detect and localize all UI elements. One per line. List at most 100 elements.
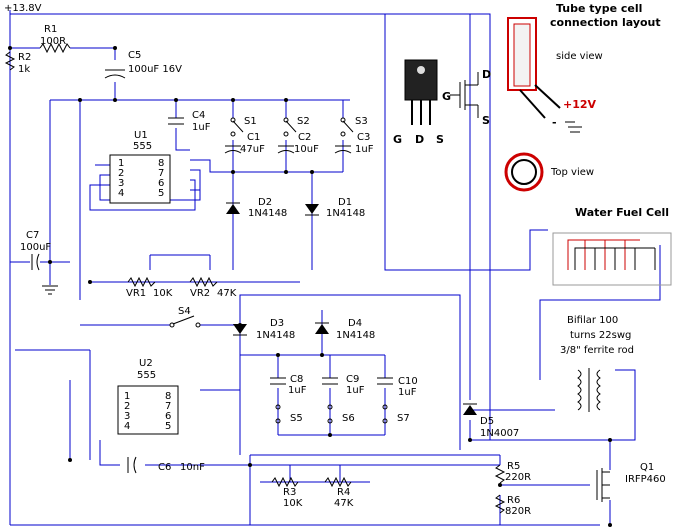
- r6-resistor: [494, 494, 506, 514]
- u2-part: 555: [137, 370, 156, 381]
- s2-label: S2: [297, 116, 310, 127]
- u1-pin-3: 3: [118, 178, 124, 189]
- coil-line-2: turns 22swg: [570, 330, 631, 341]
- s1-label: S1: [244, 116, 257, 127]
- bifilar-coil: [577, 368, 601, 412]
- c2-value: 10uF: [294, 144, 319, 155]
- r6-label: R6: [507, 495, 520, 506]
- vr2-value: 47K: [217, 288, 237, 299]
- c4-value: 1uF: [192, 122, 211, 133]
- r1-label: R1: [44, 24, 57, 35]
- u1-part: 555: [133, 141, 152, 152]
- u1-pin-1: 1: [118, 158, 124, 169]
- u1-pin-7: 7: [158, 168, 164, 179]
- d4-diode: [315, 322, 329, 334]
- sym-pin-g: G: [442, 90, 451, 103]
- d1-label: D1: [338, 197, 352, 208]
- c6-label: C6: [158, 462, 171, 473]
- r2-value: 1k: [18, 64, 30, 75]
- r3-resistor: [271, 476, 299, 488]
- u2-pin-1: 1: [124, 391, 130, 402]
- r3-value: 10K: [283, 498, 303, 509]
- s5-label: S5: [290, 413, 303, 424]
- r2-label: R2: [18, 52, 31, 63]
- s3-label: S3: [355, 116, 368, 127]
- coil-line-1: Bifilar 100: [567, 315, 618, 326]
- u1-label: U1: [134, 130, 148, 141]
- r3-label: R3: [283, 487, 296, 498]
- s3-switch: [340, 117, 354, 137]
- s2-switch: [283, 117, 297, 137]
- s6-label: S6: [342, 413, 355, 424]
- r4-value: 47K: [334, 498, 354, 509]
- tube-side-view: side view: [556, 51, 603, 62]
- c7-value: 100uF: [20, 242, 51, 253]
- u1-pin-6: 6: [158, 178, 164, 189]
- water-cell-title: Water Fuel Cell: [575, 206, 669, 219]
- c4-label: C4: [192, 110, 205, 121]
- tube-ground-icon: [565, 121, 582, 133]
- r5-label: R5: [507, 461, 520, 472]
- vr2-label: VR2: [190, 288, 210, 299]
- cell-electrodes-black: [574, 247, 656, 270]
- supply-rail: [10, 13, 491, 440]
- q1-mosfet: [596, 468, 610, 502]
- q1-label: Q1: [640, 462, 654, 473]
- d2-diode: [226, 202, 240, 214]
- c4-capacitor: [168, 117, 184, 125]
- sym-pin-s: S: [482, 114, 490, 127]
- u2-label: U2: [139, 358, 153, 369]
- pkg-pin-g: G: [393, 133, 402, 146]
- c9-label: C9: [346, 374, 359, 385]
- r2-resistor: [4, 51, 16, 71]
- c10-capacitor: [377, 377, 393, 385]
- c1-label: C1: [247, 132, 260, 143]
- s4-label: S4: [178, 306, 191, 317]
- s4-switch: [169, 315, 201, 328]
- d3-diode: [233, 324, 247, 336]
- mosfet-package: [404, 59, 438, 125]
- d5-label: D5: [480, 416, 494, 427]
- d4-label: D4: [348, 318, 362, 329]
- r4-resistor: [324, 476, 352, 488]
- u2-pin-8: 8: [165, 391, 171, 402]
- vr1-value: 10K: [153, 288, 173, 299]
- d4-part: 1N4148: [336, 330, 375, 341]
- water-cell-box: [552, 232, 672, 286]
- sym-pin-d: D: [482, 68, 491, 81]
- u2-pin-7: 7: [165, 401, 171, 412]
- tube-title-2: connection layout: [550, 16, 661, 29]
- s5-switch: [275, 404, 281, 424]
- u1-pin-2: 2: [118, 168, 124, 179]
- c8-capacitor: [270, 377, 286, 385]
- tube-top-view: Top view: [550, 167, 594, 178]
- u2-pin-3: 3: [124, 411, 130, 422]
- c2-capacitor: [277, 145, 295, 154]
- c3-label: C3: [357, 132, 370, 143]
- s7-label: S7: [397, 413, 410, 424]
- q1-part: IRFP460: [625, 474, 666, 485]
- c10-value: 1uF: [398, 387, 417, 398]
- cell-electrodes-red: [567, 239, 640, 270]
- c8-value: 1uF: [288, 385, 307, 396]
- r6-value: 820R: [505, 506, 531, 517]
- supply-label: +13.8V: [4, 3, 42, 14]
- d5-part: 1N4007: [480, 428, 519, 439]
- d3-label: D3: [270, 318, 284, 329]
- s6-switch: [327, 404, 333, 424]
- vr2-pot: [189, 276, 218, 288]
- pkg-pin-s: S: [436, 133, 444, 146]
- c3-capacitor: [334, 145, 352, 154]
- tube-inner: [513, 23, 531, 87]
- tube-minus-label: -: [552, 116, 557, 129]
- c7-capacitor: [31, 253, 40, 271]
- u1-pin-4: 4: [118, 188, 124, 199]
- coil-line-3: 3/8" ferrite rod: [560, 345, 634, 356]
- d5-diode: [463, 403, 477, 415]
- u1-pin-5: 5: [158, 188, 164, 199]
- c9-value: 1uF: [346, 385, 365, 396]
- c5-value: 100uF 16V: [128, 64, 182, 75]
- u1-ic: [109, 154, 171, 204]
- c6-capacitor: [127, 456, 137, 474]
